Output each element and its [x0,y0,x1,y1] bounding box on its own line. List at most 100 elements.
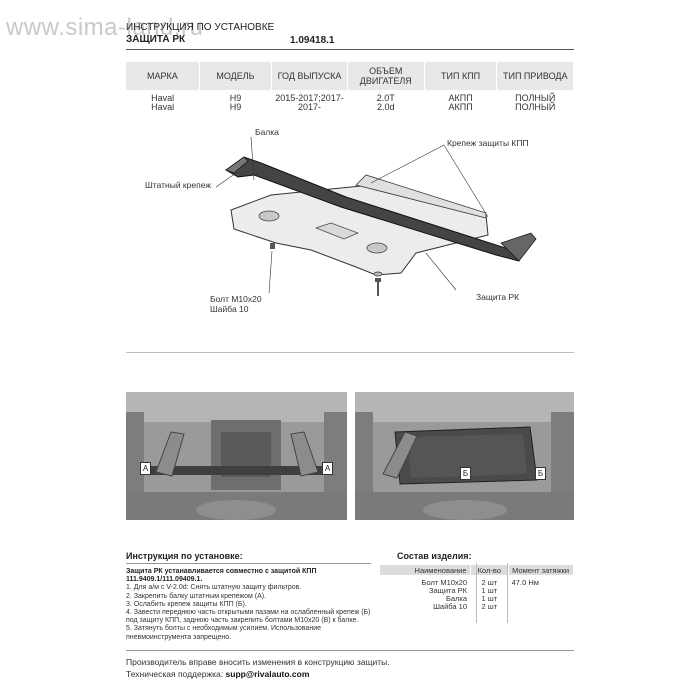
label-balka: Балка [255,127,279,137]
col-header: ОБЪЕМ ДВИГАТЕЛЯ [347,62,425,90]
instruction-step: 5. Затянуть болты с необходимым усилием.… [126,625,321,633]
photo-b-illustration [355,392,574,520]
leader-line [250,136,255,181]
composition-col-divider [476,563,477,623]
col-header: ТИП ПРИВОДА [496,62,574,90]
instruction-step: 4. Завести переднюю часть открытыми паза… [126,609,371,617]
vehicle-spec-table: МАРКА МОДЕЛЬ ГОД ВЫПУСКА ОБЪЕМ ДВИГАТЕЛЯ… [126,62,574,112]
leader-line [443,144,489,218]
skid-plate-recess [314,222,359,240]
instruction-step: пневмоинструмента запрещено. [126,633,232,641]
footer-divider [126,650,574,651]
marker-b-right: Б [535,467,546,480]
table-cell: 2015-2017;2017- [275,93,344,103]
col-header: Кол-во [470,565,510,575]
spec-header-row: МАРКА МОДЕЛЬ ГОД ВЫПУСКА ОБЪЕМ ДВИГАТЕЛЯ… [126,62,574,90]
photo-step-b: Б Б [355,392,574,520]
table-cell: 2 шт [481,602,498,611]
assembly-diagram [215,136,537,296]
bolt-shank-shape [377,282,379,296]
support-email-link[interactable]: supp@rivalauto.com [225,669,310,679]
table-cell: H9 [229,102,242,112]
composition-header-row: Наименование Кол-во Момент затяжки [380,565,574,575]
label-krepezh-kpp: Крепеж защиты КПП [447,138,529,148]
table-cell [509,595,574,603]
instructions-body: Защита РК устанавливается совместно с за… [126,568,376,642]
bolt-head-shape [375,278,381,282]
table-cell: Болт М10х20 [421,578,468,587]
photo-a-illustration [126,392,347,520]
table-cell: Балка [445,594,468,603]
crossbeam-end-bracket [225,156,249,174]
composition-col-divider [507,563,508,623]
label-zashchita-rk: Защита РК [476,292,520,302]
table-cell: АКПП [448,102,473,112]
footer-support: Техническая поддержка: supp@rivalauto.co… [126,668,390,680]
table-cell: АКПП [448,93,473,103]
document-title: ИНСТРУКЦИЯ ПО УСТАНОВКЕ ЗАЩИТА РК [126,22,274,46]
table-cell: 1 шт [481,586,498,595]
label-bolt-washer: Болт М10х20 Шайба 10 [210,294,262,314]
table-cell: Haval [151,102,175,112]
table-cell: 2.0T [376,93,395,103]
leader-line [268,250,273,294]
washer-shape [373,271,383,277]
support-label: Техническая поддержка: [126,669,224,679]
leader-line [370,144,445,184]
table-cell: ПОЛНЫЙ [515,102,556,112]
table-cell: 2017- [298,102,322,112]
table-cell [509,587,574,595]
col-header: Момент затяжки [508,565,574,575]
plate-hole [366,242,388,254]
col-header: МАРКА [126,62,200,90]
instructions-note: Защита РК устанавливается совместно с за… [126,568,317,575]
col-header: МОДЕЛЬ [199,62,273,90]
marker-a-left: A [140,462,151,475]
footer: Производитель вправе вносить изменения в… [126,656,390,680]
composition-title: Состав изделия: [397,551,472,561]
title-line-2: ЗАЩИТА РК [126,34,186,45]
instruction-step: 1. Для а/м с V-2.0d: Снять штатную защит… [126,584,302,592]
table-row: Болт М10х20 2 шт 47.0 Нм [380,579,574,587]
instruction-step: 2. Закрепить балку штатным крепежом (А). [126,592,267,600]
label-bolt: Болт М10х20 [210,294,262,304]
instruction-step: 3. Ослабить крепеж защиты КПП (Б). [126,600,247,608]
footer-notice: Производитель вправе вносить изменения в… [126,657,390,667]
table-cell: 2.0d [377,102,395,112]
table-row: Шайба 10 2 шт [380,603,574,611]
instruction-step: под защиту КПП, заднюю часть закрепить б… [126,617,359,625]
table-cell: 47.0 Нм [511,578,539,587]
skid-plate-rear-flange [355,174,487,219]
label-shtatny-krepezh: Штатный крепеж [145,180,212,190]
watermark-text: www.sima-land.ru [6,14,204,41]
table-cell: 1 шт [481,594,498,603]
table-row: Защита РК 1 шт [380,587,574,595]
col-header: ГОД ВЫПУСКА [271,62,348,90]
photo-step-a: A A [126,392,347,520]
composition-table: Наименование Кол-во Момент затяжки Болт … [380,565,574,611]
table-row: Haval H9 2017- 2.0d АКПП ПОЛНЫЙ [126,103,574,112]
leader-line [425,252,457,291]
part-number: 1.09418.1 [290,35,335,46]
table-cell: 2 шт [481,578,498,587]
table-row: Балка 1 шт [380,595,574,603]
table-cell: Haval [151,93,175,103]
table-cell: ПОЛНЫЙ [515,93,556,103]
crossbeam-end-bracket [500,232,537,262]
leader-line [215,172,237,188]
label-shaiba: Шайба 10 [210,304,249,314]
col-header: ТИП КПП [424,62,498,90]
col-header: Наименование [380,565,471,575]
plate-hole [258,210,280,222]
instructions-title: Инструкция по установке: [126,551,243,561]
instructions-note: 111.9409.1/111.09409.1. [126,576,203,584]
title-line-1: ИНСТРУКЦИЯ ПО УСТАНОВКЕ [126,22,275,33]
header-divider [126,49,574,50]
instructions-divider [126,563,371,564]
diagram-divider [126,352,574,353]
table-cell [509,603,574,611]
table-row: Haval H9 2015-2017;2017- 2.0T АКПП ПОЛНЫ… [126,94,574,103]
marker-a-right: A [322,462,333,475]
table-cell: Шайба 10 [433,602,468,611]
table-cell: H9 [229,93,242,103]
